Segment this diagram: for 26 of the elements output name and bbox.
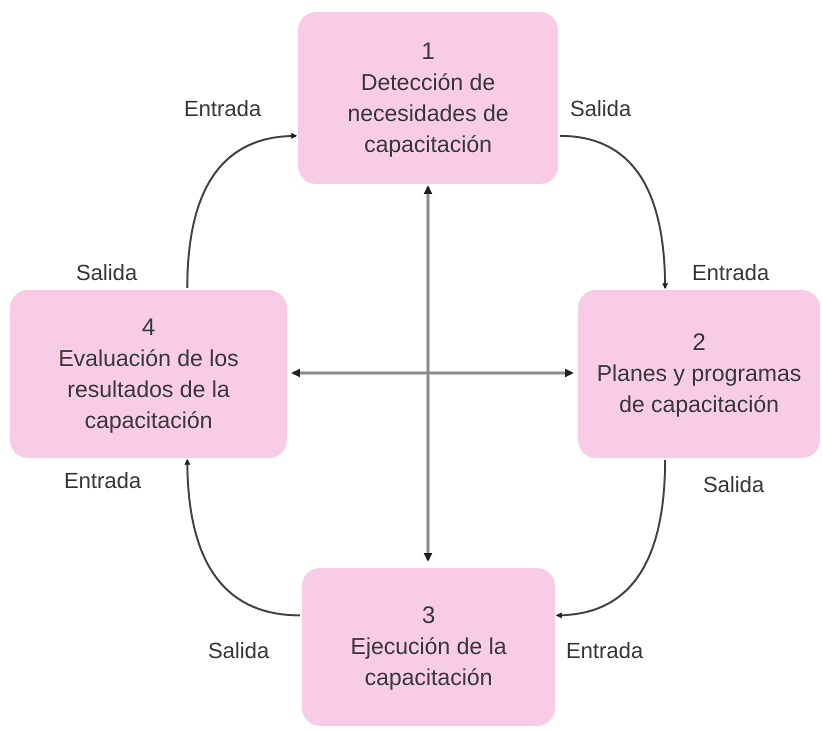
- curved-arrow: [560, 134, 668, 290]
- connector-line: [291, 368, 574, 378]
- process-box: [302, 568, 555, 726]
- step-number: 3: [422, 601, 436, 631]
- connector-line: [424, 185, 432, 562]
- process-box: [578, 290, 820, 458]
- step-number: 2: [692, 328, 706, 358]
- step-title: Planes y programas de capacitación: [596, 359, 802, 419]
- flow-label: Salida: [570, 96, 632, 122]
- curved-arrow: [186, 133, 298, 288]
- flow-label: Entrada: [692, 260, 770, 286]
- process-box: [298, 12, 558, 184]
- step-title: Detección de necesidades de capacitación: [346, 68, 510, 159]
- curved-arrow: [184, 458, 300, 616]
- flow-label: Salida: [703, 472, 764, 498]
- flow-label: Entrada: [184, 96, 262, 122]
- curved-arrow: [556, 460, 666, 618]
- flow-label: Salida: [208, 638, 270, 664]
- step-number: 1: [421, 36, 435, 66]
- step-title: Ejecución de la capacitación: [350, 632, 508, 692]
- step-number: 4: [142, 312, 156, 342]
- flow-label: Salida: [76, 260, 138, 286]
- flow-label: Entrada: [64, 468, 142, 494]
- step-title: Evaluación de los resultados de la capacitación: [57, 344, 240, 435]
- flow-label: Entrada: [566, 638, 644, 664]
- process-box: [10, 290, 287, 458]
